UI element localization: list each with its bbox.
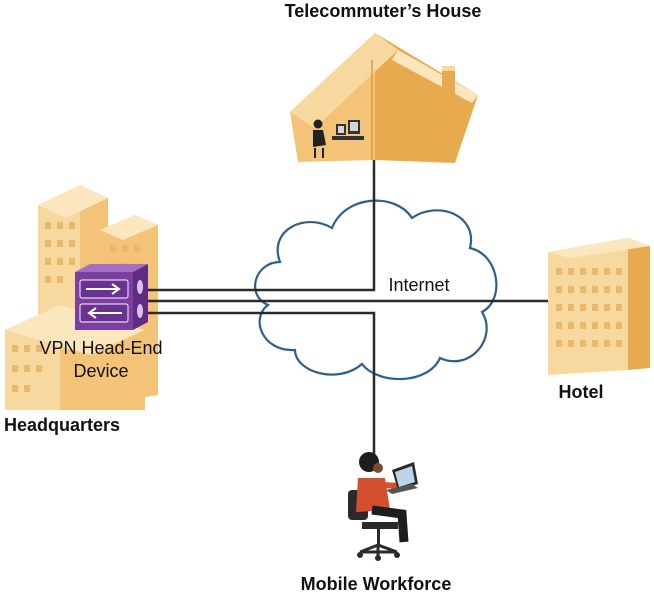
telecommuter-house [290, 33, 478, 163]
label-headquarters: Headquarters [4, 415, 120, 435]
mobile-worker-icon [348, 452, 418, 561]
vpn-device-icon [75, 264, 148, 330]
link-house [148, 160, 376, 292]
label-internet: Internet [388, 275, 449, 295]
label-vpn-device: Device [73, 361, 128, 381]
label-telecommuter-house: Telecommuter’s House [285, 1, 482, 21]
label-vpn-head-end: VPN Head-End [39, 338, 162, 358]
label-hotel: Hotel [559, 382, 604, 402]
network-links [148, 160, 548, 455]
internet-cloud [253, 199, 498, 381]
link-mobile [148, 311, 376, 455]
label-mobile-workforce: Mobile Workforce [301, 574, 452, 594]
hotel-building [548, 238, 650, 375]
